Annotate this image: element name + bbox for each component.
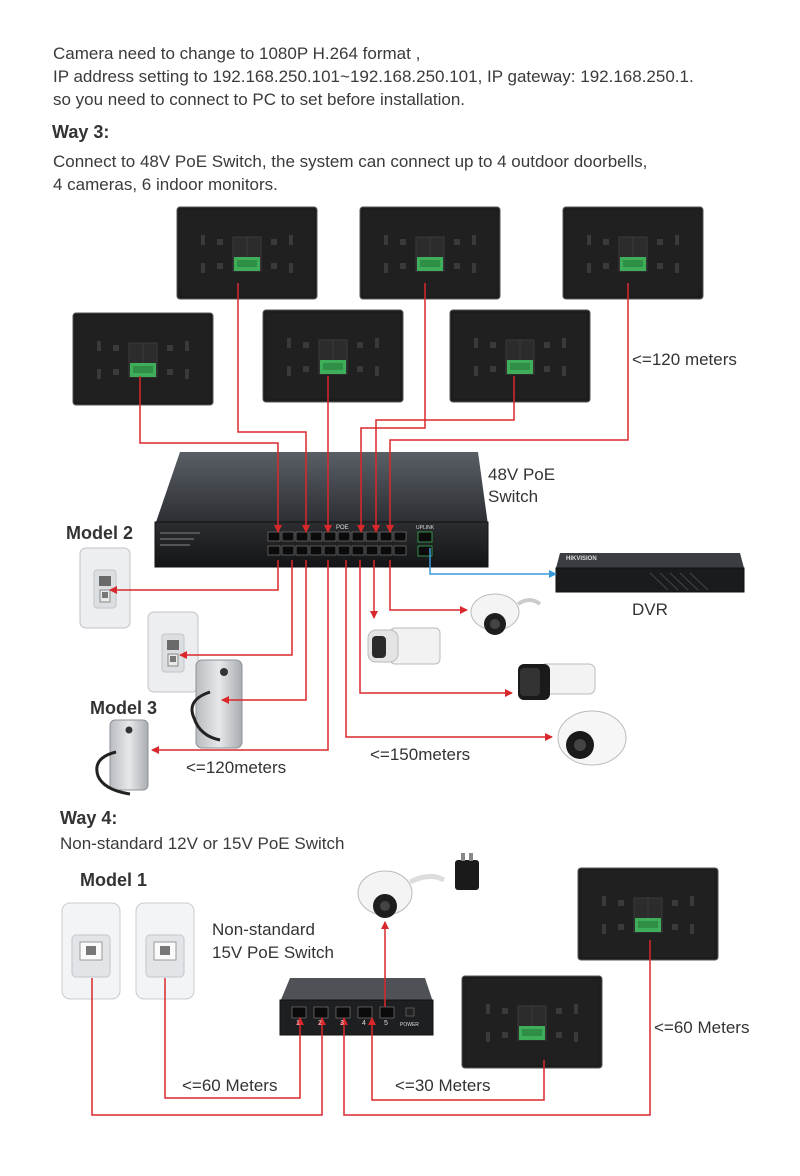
model2-doorbell-2	[147, 611, 199, 693]
model1-doorbell-2	[135, 902, 195, 1000]
way3-heading: Way 3:	[52, 122, 110, 142]
switch-label-line-2: Switch	[488, 487, 539, 506]
switch-poe-text: POE	[336, 525, 349, 531]
doorbell-distance-label: <=120meters	[186, 758, 287, 777]
indoor-monitor-2	[359, 206, 501, 300]
camera-distance-label: <=150meters	[370, 745, 471, 764]
intro-line-3: so you need to connect to PC to set befo…	[53, 90, 466, 109]
turret-camera	[557, 710, 627, 766]
poe-switch-48v	[154, 452, 489, 568]
w4-switch-label-line-1: Non-standard	[212, 920, 316, 939]
indoor-monitor-1	[176, 206, 318, 300]
w4-switch-label-line-2: 15V PoE Switch	[212, 943, 334, 962]
w4-camera-distance: <=30 Meters	[395, 1076, 491, 1095]
indoor-monitor-w4-2	[461, 975, 603, 1069]
intro-line-1: Camera need to change to 1080P H.264 for…	[53, 44, 421, 63]
way4-desc: Non-standard 12V or 15V PoE Switch	[60, 834, 345, 853]
model3-label: Model 3	[90, 698, 158, 718]
poe-switch-5port	[279, 978, 434, 1036]
bullet-camera-1	[367, 627, 441, 665]
model3-doorbell-2	[95, 719, 149, 796]
dvr-brand: HIKVISION	[566, 556, 597, 562]
model2-doorbell-1	[79, 547, 131, 629]
w4-monitor-distance: <=60 Meters	[654, 1018, 750, 1037]
port-number-3: 3	[340, 1020, 344, 1027]
port-number-5: 5	[384, 1020, 388, 1027]
w4-doorbell-distance: <=60 Meters	[182, 1076, 278, 1095]
indoor-monitor-5	[262, 309, 404, 403]
port-number-4: 4	[362, 1020, 366, 1027]
way3-desc-line-1: Connect to 48V PoE Switch, the system ca…	[53, 152, 648, 171]
indoor-monitor-6	[449, 309, 591, 403]
port-number-2: 2	[318, 1020, 322, 1027]
dvr-label: DVR	[632, 600, 668, 619]
bullet-camera-2	[518, 663, 596, 700]
model3-doorbell-1	[190, 659, 243, 749]
monitor-distance-label: <=120 meters	[632, 350, 737, 369]
indoor-monitor-3	[562, 206, 704, 300]
dome-camera-2	[357, 870, 446, 918]
indoor-monitor-w4-1	[577, 867, 719, 961]
indoor-monitor-4	[72, 312, 214, 406]
switch-label-line-1: 48V PoE	[488, 465, 556, 484]
power-adapter	[455, 853, 479, 890]
power-text: POWER	[400, 1022, 419, 1028]
way4-heading: Way 4:	[60, 808, 118, 828]
switch-uplink-text: UPLINK	[416, 525, 435, 531]
way3-desc-line-2: 4 cameras, 6 indoor monitors.	[53, 175, 278, 194]
model1-doorbell-1	[61, 902, 121, 1000]
dvr-device	[555, 553, 745, 593]
dome-camera-1	[470, 593, 542, 635]
model1-label: Model 1	[80, 870, 148, 890]
port-number-1: 1	[296, 1020, 300, 1027]
intro-line-2: IP address setting to 192.168.250.101~19…	[53, 67, 694, 86]
model2-label: Model 2	[66, 523, 134, 543]
